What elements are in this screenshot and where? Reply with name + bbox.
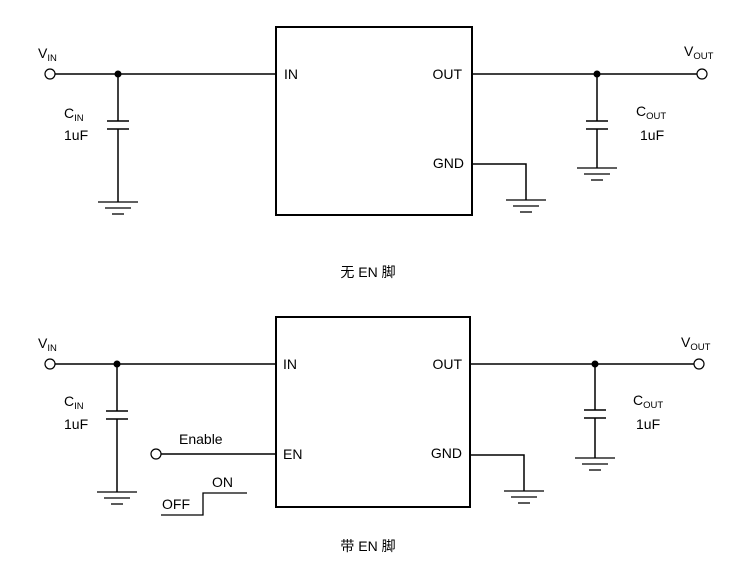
cout-capacitor: [586, 74, 608, 168]
regulator-ic: [275, 316, 471, 508]
diagram-without-en: IN OUT GND VIN VOUT CIN: [38, 26, 714, 280]
vin-label: VIN: [38, 45, 57, 64]
enable-off-label: OFF: [162, 496, 190, 512]
cin-capacitor: [106, 364, 128, 492]
vout-terminal: [696, 68, 708, 80]
gnd-wire: [470, 454, 525, 491]
pin-label-gnd: GND: [431, 445, 462, 461]
pin-label-in: IN: [283, 356, 297, 372]
vin-label: VIN: [38, 335, 57, 354]
enable-step-waveform: [161, 492, 247, 516]
cin-label: CIN: [64, 393, 84, 412]
enable-label: Enable: [179, 431, 223, 447]
regulator-ic: [275, 26, 473, 216]
diagram-caption: 带 EN 脚: [340, 538, 395, 554]
pin-label-en: EN: [283, 446, 302, 462]
vout-terminal: [693, 358, 705, 370]
cin-capacitor: [107, 74, 129, 202]
vout-label: VOUT: [681, 334, 711, 353]
cin-value: 1uF: [64, 127, 88, 143]
enable-on-label: ON: [212, 474, 233, 490]
diagram-caption: 无 EN 脚: [340, 264, 395, 280]
pin-label-out: OUT: [432, 66, 462, 82]
ground-symbol: [504, 490, 544, 504]
ground-symbol: [506, 199, 546, 213]
ground-symbol: [98, 201, 138, 215]
ground-symbol: [577, 167, 617, 181]
vout-label: VOUT: [684, 43, 714, 62]
vin-terminal: [44, 68, 56, 80]
gnd-wire: [472, 163, 527, 200]
pin-label-in: IN: [284, 66, 298, 82]
cout-label: COUT: [636, 103, 666, 122]
enable-terminal: [150, 448, 162, 460]
cout-value: 1uF: [640, 127, 664, 143]
diagram-with-en: IN OUT EN GND VIN VOUT: [38, 316, 711, 554]
pin-label-out: OUT: [432, 356, 462, 372]
vin-terminal: [44, 358, 56, 370]
cout-label: COUT: [633, 392, 663, 411]
cout-value: 1uF: [636, 416, 660, 432]
ground-symbol: [575, 457, 615, 471]
ground-symbol: [97, 491, 137, 505]
cin-value: 1uF: [64, 416, 88, 432]
pin-label-gnd: GND: [433, 155, 464, 171]
cout-capacitor: [584, 364, 606, 458]
cin-label: CIN: [64, 105, 84, 124]
